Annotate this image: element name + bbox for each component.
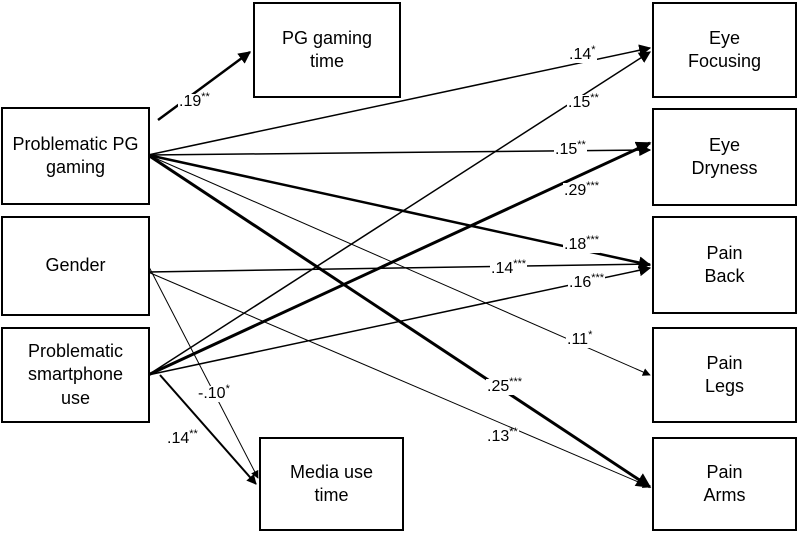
node-problematic-pg-gaming-label: Problematic PG gaming <box>12 133 139 177</box>
coef-gender-to-back: .14*** <box>490 258 528 277</box>
node-pain-arms-label: Pain Arms <box>703 461 746 505</box>
node-eye-dryness: Eye Dryness <box>652 108 797 206</box>
coef-pg-to-eyefocus: .14* <box>568 44 597 63</box>
node-pain-arms: Pain Arms <box>652 437 797 531</box>
node-pain-legs: Pain Legs <box>652 327 797 423</box>
coef-pg-to-pgtime: .19** <box>178 91 211 110</box>
node-problematic-smartphone-use-label: Problematic smartphone use <box>27 340 124 408</box>
path-sp-to-media <box>159 374 257 485</box>
node-problematic-pg-gaming: Problematic PG gaming <box>1 107 150 205</box>
path-pg-to-pgtime <box>157 50 252 122</box>
node-pg-gaming-time: PG gaming time <box>253 2 401 98</box>
coef-gender-to-arms: .13** <box>486 426 519 445</box>
node-pain-legs-label: Pain Legs <box>704 352 745 396</box>
coef-pg-to-legs: .11* <box>566 329 594 348</box>
coef-sp-to-eyedry: .29*** <box>563 180 601 199</box>
node-gender-label: Gender <box>45 255 106 276</box>
node-pg-gaming-time-label: PG gaming time <box>281 27 373 71</box>
node-pain-back-label: Pain Back <box>704 242 745 286</box>
node-media-use-time-label: Media use time <box>289 461 374 505</box>
path-sp-to-eyefocus <box>147 51 652 376</box>
coef-pg-to-back: .18*** <box>563 234 601 253</box>
coef-gender-to-media: -.10* <box>197 383 231 402</box>
path-pg-to-eyefocus <box>147 44 652 156</box>
coef-pg-to-arms: .25*** <box>486 376 524 395</box>
coef-pg-to-eyedry: .15** <box>554 139 587 158</box>
node-problematic-smartphone-use: Problematic smartphone use <box>1 327 150 423</box>
coef-sp-to-eyefocus: .15** <box>567 92 600 111</box>
path-gender-to-media <box>147 264 259 479</box>
node-gender: Gender <box>1 216 150 316</box>
path-gender-to-back <box>147 260 651 273</box>
node-pain-back: Pain Back <box>652 216 797 314</box>
coef-sp-to-media: .14** <box>166 428 199 447</box>
node-eye-focusing: Eye Focusing <box>652 2 797 98</box>
node-eye-dryness-label: Eye Dryness <box>691 134 758 178</box>
path-sp-to-eyedry <box>147 141 652 377</box>
path-sp-to-back <box>147 264 652 376</box>
coef-sp-to-back: .16*** <box>568 272 606 291</box>
path-gender-to-arms <box>147 271 651 488</box>
node-eye-focusing-label: Eye Focusing <box>687 27 762 71</box>
node-media-use-time: Media use time <box>259 437 404 531</box>
